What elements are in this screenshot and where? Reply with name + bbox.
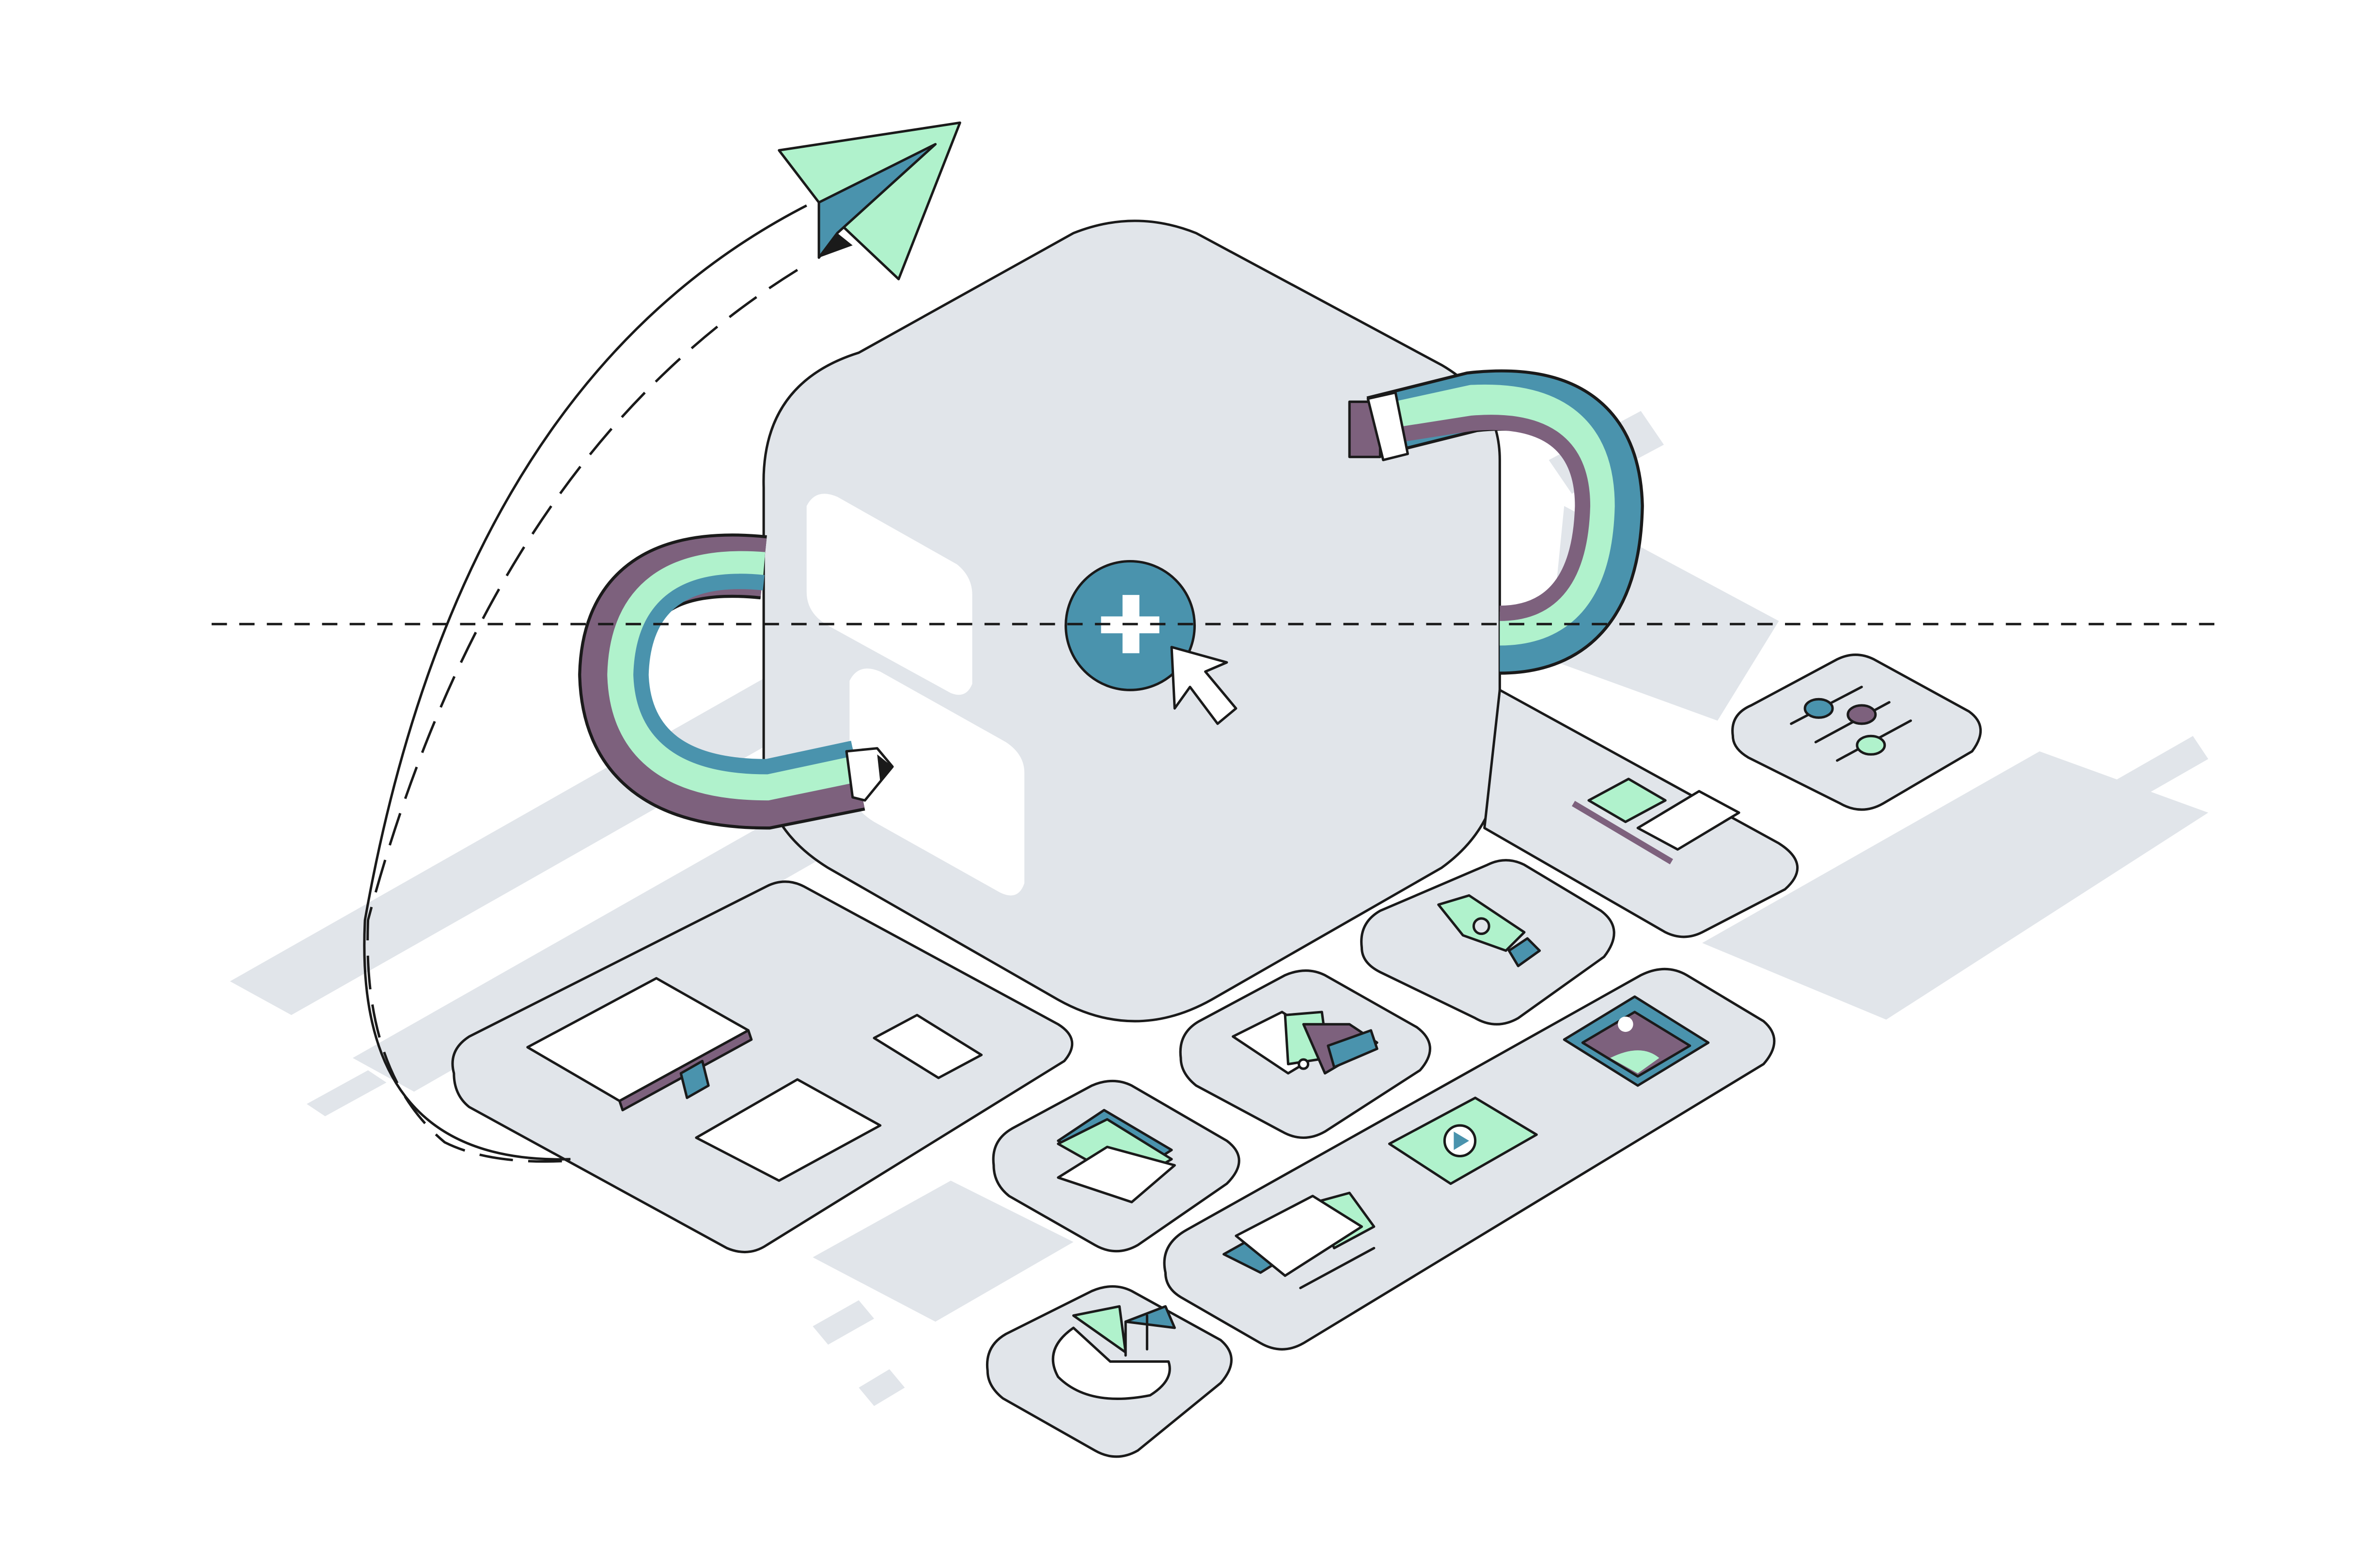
pie-chart-icon bbox=[1051, 1305, 1176, 1400]
video-play-icon bbox=[1388, 1096, 1538, 1185]
layout-tile bbox=[1483, 688, 1799, 938]
main-block bbox=[762, 219, 1501, 1023]
color-swatch-icon bbox=[1232, 1011, 1378, 1075]
folder-icon bbox=[1057, 1109, 1176, 1203]
chart-tile bbox=[986, 1285, 1233, 1458]
devices-tile bbox=[451, 880, 1074, 1254]
paper-plane-icon bbox=[778, 121, 961, 280]
swatch-tile bbox=[1179, 969, 1431, 1139]
sliders-icon bbox=[1790, 685, 1912, 762]
cards-icon bbox=[1222, 1191, 1376, 1290]
media-tile bbox=[1163, 967, 1776, 1351]
pencil-icon-left bbox=[578, 533, 894, 830]
cursor-arrow-icon bbox=[1170, 646, 1237, 725]
pen-tool-tile bbox=[1360, 859, 1615, 1026]
devices-icon bbox=[526, 977, 983, 1182]
add-button[interactable] bbox=[1065, 560, 1196, 691]
pencil-icon-right bbox=[1348, 369, 1644, 675]
layout-icon bbox=[1572, 778, 1740, 865]
folder-tile bbox=[992, 1079, 1240, 1253]
image-icon bbox=[1563, 995, 1710, 1087]
paper-plane bbox=[363, 121, 961, 1163]
pen-nib-icon bbox=[1437, 894, 1541, 967]
sliders-tile bbox=[1731, 654, 1982, 811]
